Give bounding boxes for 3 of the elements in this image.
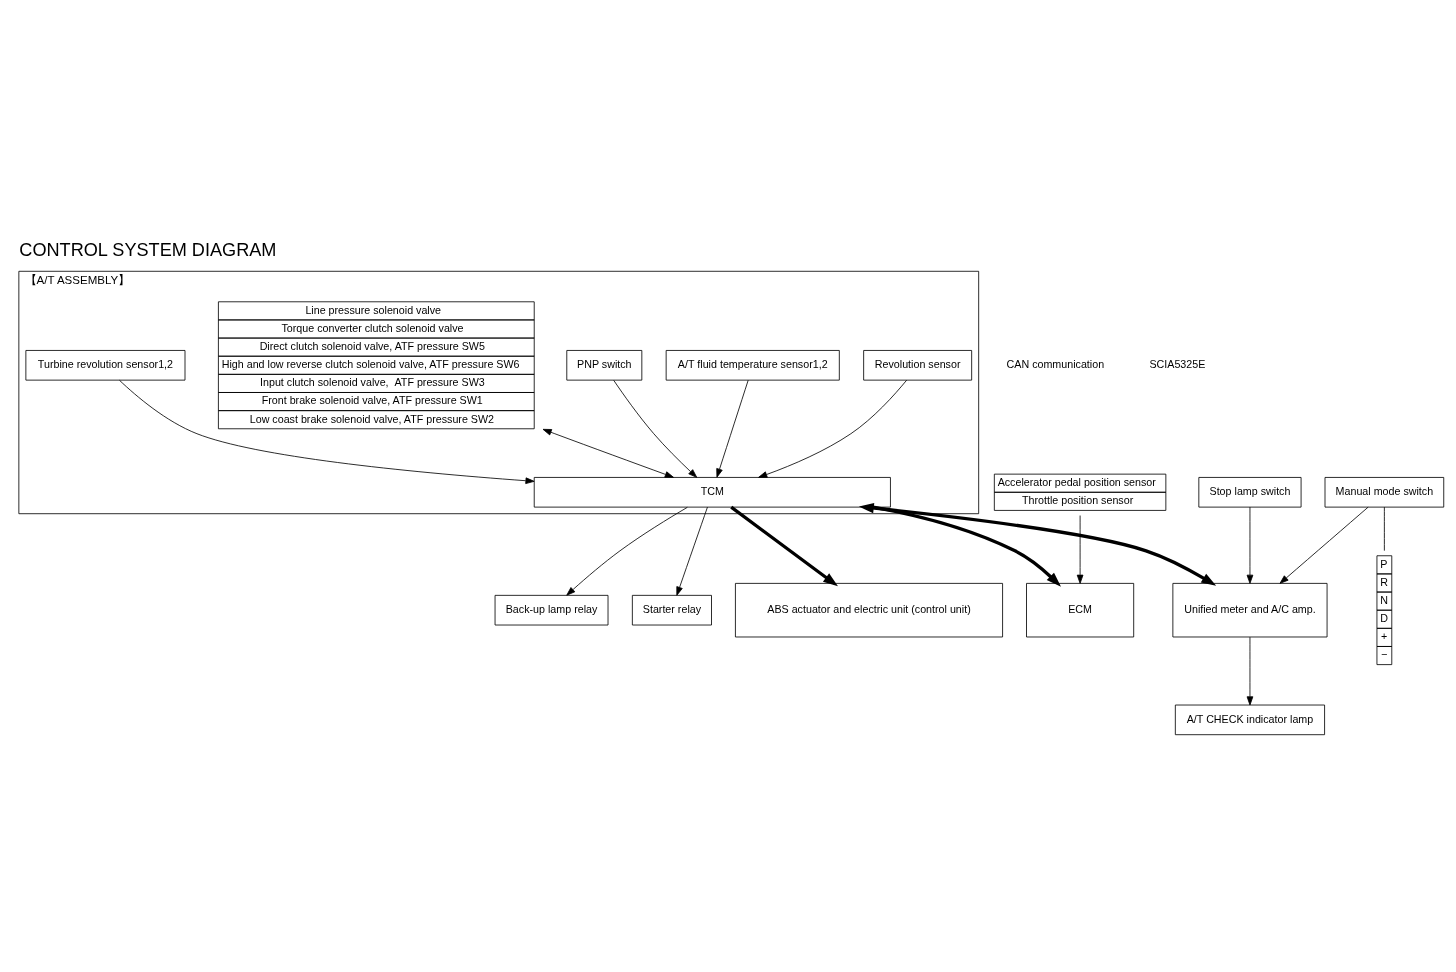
diagram-title: CONTROL SYSTEM DIAGRAM	[19, 239, 277, 260]
label: CAN communication	[1006, 357, 1105, 370]
label: SCIA5325E	[1149, 357, 1206, 370]
